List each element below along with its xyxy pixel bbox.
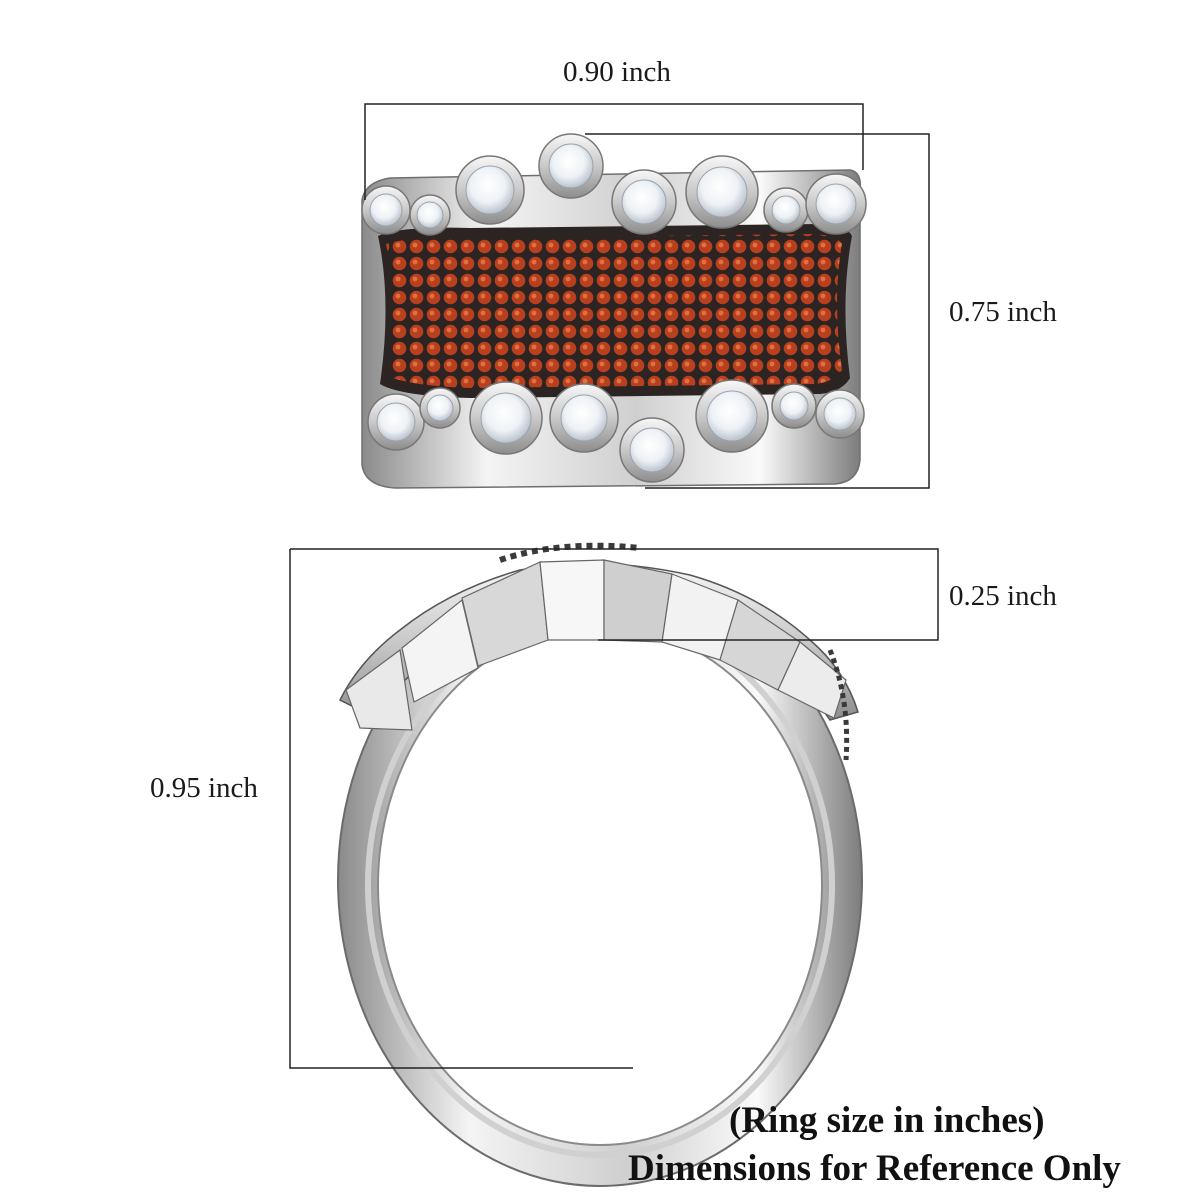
shank-inner (377, 624, 823, 1146)
side-bezels (345, 559, 847, 731)
top-row-stones (361, 133, 867, 236)
dimension-width-top: 0.90 inch (563, 56, 671, 88)
width-bracket (364, 103, 864, 200)
dimension-lines-side (289, 548, 939, 1069)
ring-top-view (361, 133, 867, 489)
caption-ring-size: (Ring size in inches) (729, 1100, 1045, 1141)
ring-side-view (337, 542, 863, 1187)
dimension-height-side: 0.95 inch (150, 772, 258, 804)
height-bracket (585, 133, 930, 489)
garnet-pave (386, 234, 842, 388)
caption-disclaimer: Dimensions for Reference Only (628, 1148, 1121, 1189)
bottom-row-stones (367, 379, 865, 483)
dimension-lines-top (364, 103, 930, 489)
side-height-bracket (289, 549, 633, 1069)
dimension-height-top: 0.75 inch (949, 296, 1057, 328)
band-depth-bracket (290, 548, 939, 641)
dimension-band-depth: 0.25 inch (949, 580, 1057, 612)
